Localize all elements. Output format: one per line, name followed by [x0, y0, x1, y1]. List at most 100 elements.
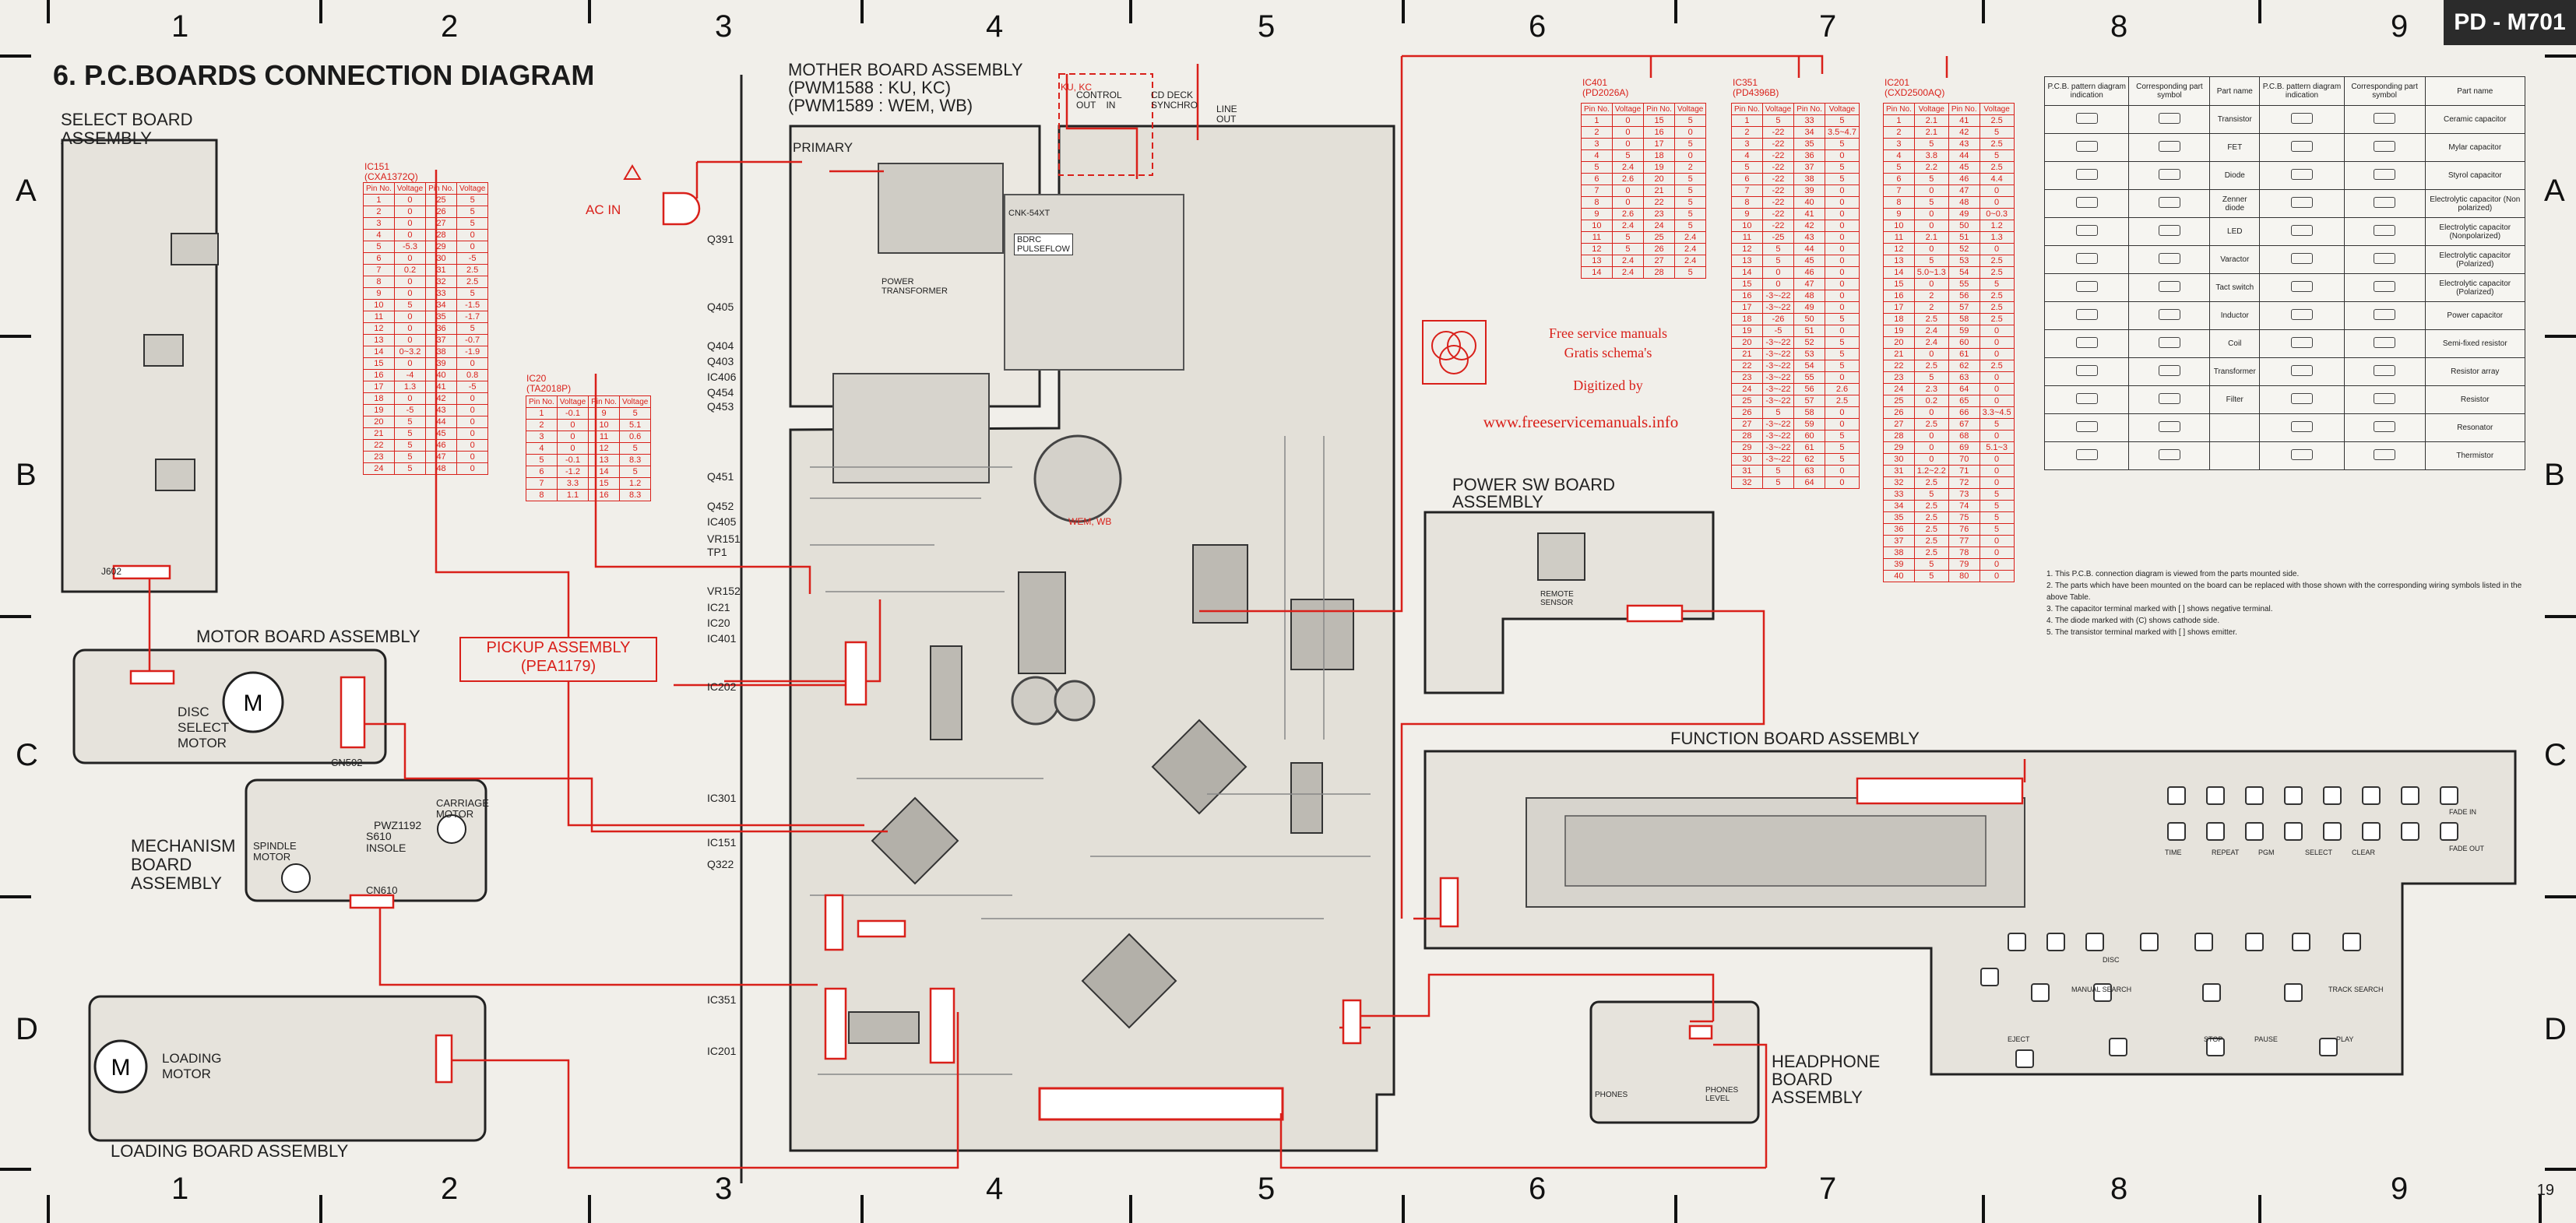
table-cell: 2.5 — [1913, 535, 1949, 547]
grid-column-1: 1 — [171, 9, 189, 44]
table-cell: 0 — [456, 229, 489, 241]
function-label-select: SELECT — [2305, 849, 2333, 856]
table-cell: 24 — [1731, 383, 1763, 395]
table-cell: -3~-22 — [1761, 453, 1795, 466]
table-cell: 0 — [393, 229, 427, 241]
table-cell: 29 — [425, 241, 457, 253]
table-cell: 5 — [1979, 488, 2015, 501]
table-header: Voltage — [1611, 103, 1645, 115]
table-cell: 11 — [588, 431, 620, 443]
legend-header: Part name — [2209, 76, 2261, 106]
table-cell: 24 — [363, 462, 395, 475]
legend-symbol — [2043, 245, 2130, 274]
table-cell: 25 — [1883, 395, 1915, 407]
grid-row-A: A — [2544, 174, 2565, 208]
table-cell: 0 — [1824, 278, 1860, 290]
table-cell: 2.6 — [1611, 173, 1645, 185]
table-cell: 0 — [1979, 336, 2015, 349]
table-cell: 2.4 — [1673, 255, 1707, 267]
table-cell: 0 — [393, 322, 427, 335]
legend-part-name: Coil — [2209, 329, 2261, 358]
table-header: Pin No. — [363, 182, 395, 195]
table-cell: 31 — [1731, 465, 1763, 477]
watermark-url: www.freeservicemanuals.info — [1483, 413, 1679, 431]
table-cell: 74 — [1948, 500, 1980, 512]
table-cell: 5 — [1761, 255, 1795, 267]
table-cell: 5.0~1.3 — [1913, 266, 1949, 279]
legend-symbol — [2128, 189, 2211, 218]
table-cell: 69 — [1948, 441, 1980, 454]
table-cell: 0 — [1761, 278, 1795, 290]
table-cell: 0 — [393, 194, 427, 206]
legend-part-name: Electrolytic capacitor (Nonpolarized) — [2424, 217, 2526, 246]
table-cell: 5 — [618, 442, 652, 455]
table-cell: 6 — [363, 252, 395, 265]
table-cell: -5 — [456, 381, 489, 393]
table-cell: -1.2 — [556, 466, 589, 478]
table-cell: 23 — [1643, 208, 1675, 220]
table-cell: 8 — [363, 276, 395, 288]
table-cell: 1.2 — [1979, 220, 2015, 232]
legend-part-name: Transformer — [2209, 357, 2261, 386]
legend-symbol — [2259, 273, 2345, 302]
legend-symbol — [2259, 133, 2345, 162]
table-cell: 4 — [1731, 149, 1763, 162]
table-cell: 2 — [1883, 126, 1915, 139]
table-cell: 2 — [526, 419, 558, 431]
table-cell: 0 — [1824, 231, 1860, 244]
table-cell: 33 — [425, 287, 457, 300]
grid-row-C: C — [2544, 738, 2567, 772]
table-cell: 6 — [1731, 173, 1763, 185]
table-cell: 5 — [1611, 231, 1645, 244]
table-cell: 0 — [1913, 441, 1949, 454]
table-cell: 10 — [588, 419, 620, 431]
table-cell: 38 — [1883, 546, 1915, 559]
table-cell: 33 — [1793, 114, 1825, 127]
table-cell: 8.3 — [618, 489, 652, 501]
table-cell: 12 — [363, 322, 395, 335]
table-cell: 2.5 — [1979, 360, 2015, 372]
tact-switch — [2085, 933, 2104, 951]
table-cell: 53 — [1948, 255, 1980, 267]
table-cell: 22 — [363, 439, 395, 452]
pwz-label: PWZ1192 — [374, 819, 422, 831]
table-cell: 33 — [1883, 488, 1915, 501]
table-header: Pin No. — [1581, 103, 1613, 115]
table-cell: 2.5 — [1913, 313, 1949, 325]
table-cell: 0 — [1979, 348, 2015, 360]
table-cell: 0 — [1979, 243, 2015, 255]
table-cell: 5 — [618, 407, 652, 420]
tact-switch — [2206, 786, 2225, 805]
table-header: Pin No. — [1793, 103, 1825, 115]
table-cell: 0 — [1979, 383, 2015, 395]
table-cell: 0 — [1913, 278, 1949, 290]
legend-note: 3. The capacitor terminal marked with [ … — [2046, 605, 2273, 613]
table-cell: 11 — [1581, 231, 1613, 244]
table-cell: 5 — [1979, 149, 2015, 162]
table-cell: 0 — [1979, 535, 2015, 547]
table-cell: 10 — [1581, 220, 1613, 232]
legend-part-name: Resistor — [2424, 385, 2526, 414]
table-cell: -5 — [456, 252, 489, 265]
grid-column-5: 5 — [1258, 9, 1276, 44]
ku-kc-label: KU, KC — [1061, 82, 1093, 93]
function-label-pause: PAUSE — [2254, 1035, 2278, 1043]
table-cell: 2.5 — [1913, 523, 1949, 536]
table-cell: 23 — [363, 451, 395, 463]
table-cell: 19 — [1731, 325, 1763, 337]
